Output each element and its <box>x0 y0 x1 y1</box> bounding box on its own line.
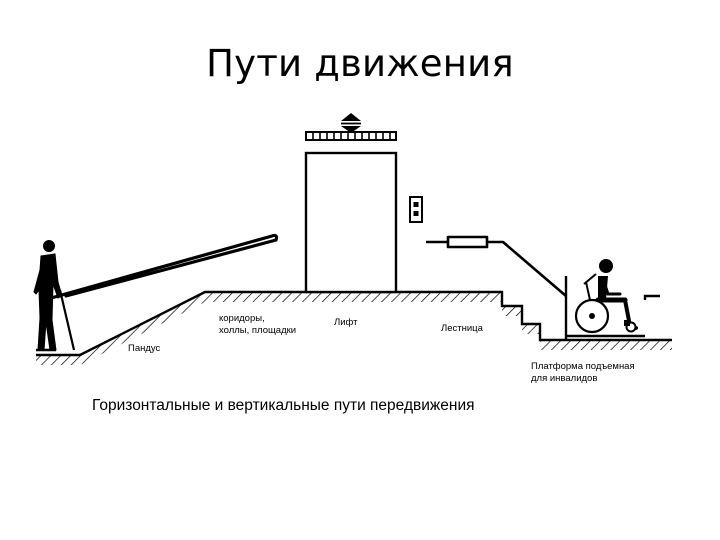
label-platform-line2: для инвалидов <box>531 373 597 384</box>
diagram-caption: Горизонтальные и вертикальные пути перед… <box>92 397 475 414</box>
elevator-up-down-icon <box>337 112 365 133</box>
label-corridors-line1: коридоры, <box>219 313 265 324</box>
ramp-handrail <box>42 233 279 302</box>
lift-call-panel-icon <box>409 196 423 223</box>
lifting-platform <box>564 276 660 340</box>
label-ramp: Пандус <box>128 343 161 354</box>
ground-hatching <box>36 292 672 365</box>
stair-handrail <box>426 235 567 297</box>
wheelchair-user-icon <box>574 259 638 334</box>
label-stairs: Лестница <box>441 323 484 334</box>
person-with-cane-icon <box>33 240 76 352</box>
label-corridors-line2: холлы, площадки <box>219 325 296 336</box>
label-lift: Лифт <box>334 317 358 328</box>
lift-structure <box>304 112 423 294</box>
label-platform-line1: Платформа подъемная <box>531 361 635 372</box>
lift-door <box>304 151 398 294</box>
ground-profile <box>36 290 672 357</box>
slide-title: Пути движения <box>206 42 514 85</box>
